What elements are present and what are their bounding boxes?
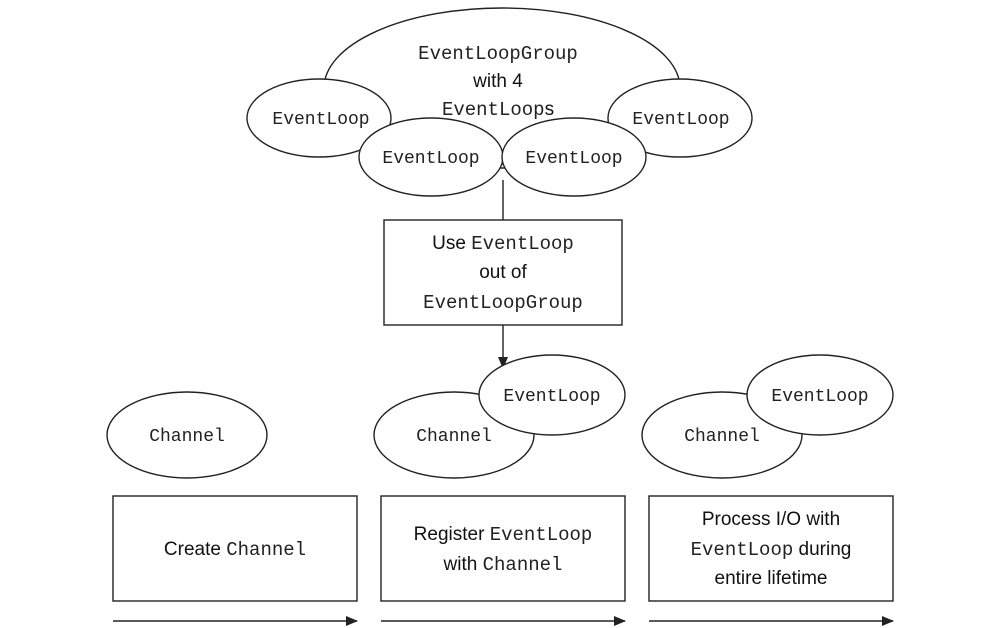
use-box-line2: out of (479, 262, 527, 283)
stage-box-2-text-d: Channel (483, 554, 563, 576)
stage-box-2-text-c: with (443, 554, 483, 575)
stage-box-2-text-b: EventLoop (490, 524, 593, 546)
channel-label-2: Channel (416, 427, 492, 447)
use-box-prefix: Use (432, 233, 471, 254)
eventloop-label-3: EventLoop (525, 149, 622, 169)
group-title-line3: EventLoops (442, 99, 554, 121)
stage-3: Channel EventLoop Process I/O with Event… (641, 354, 894, 626)
stage-box-2-line1: Register EventLoop (414, 524, 593, 546)
use-eventloop-box: Use EventLoop out of EventLoopGroup (383, 219, 623, 326)
eventloop-ellipse-4 (607, 78, 753, 158)
stage-1: Channel Create Channel (106, 391, 358, 626)
use-eventloop-rect (383, 219, 623, 326)
stage-box-1 (112, 495, 358, 602)
eventloop-ellipse-3 (501, 117, 647, 197)
stage-box-3-line1: Process I/O with (702, 509, 840, 530)
eventloop-ellipse-stage-3 (746, 354, 894, 436)
group-title-line2: with 4 (472, 71, 523, 92)
stage-box-3-text-a: EventLoop (691, 539, 794, 561)
eventloop-label-2: EventLoop (382, 149, 479, 169)
eventloop-label-1: EventLoop (272, 110, 369, 130)
stage-box-2-text-a: Register (414, 524, 490, 545)
eventloop-group: EventLoopGroup with 4 EventLoops EventLo… (246, 7, 753, 197)
use-box-eventloop: EventLoop (471, 233, 574, 255)
group-title-plural-s: s (545, 99, 555, 120)
group-title-eventloop: EventLoop (442, 99, 545, 121)
use-box-line3: EventLoopGroup (423, 292, 583, 314)
stage-box-1-text-b: Channel (226, 539, 306, 561)
stage-box-2 (380, 495, 626, 602)
eventloop-label-stage-3: EventLoop (771, 387, 868, 407)
eventloop-label-4: EventLoop (632, 110, 729, 130)
stage-2: Channel EventLoop Register EventLoop wit… (373, 354, 626, 626)
stage-box-1-text-a: Create (164, 539, 226, 560)
stage-box-1-line1: Create Channel (164, 539, 306, 561)
stage-box-3-text-b: during (793, 539, 851, 560)
stage-box-3-line2: EventLoop during (691, 539, 852, 561)
stage-box-3 (648, 495, 894, 602)
stage-box-2-line2: with Channel (443, 554, 563, 576)
channel-ellipse-1 (106, 391, 268, 479)
eventloop-label-stage-2: EventLoop (503, 387, 600, 407)
stage-box-3-line3: entire lifetime (715, 568, 828, 589)
eventloop-ellipse-stage-2 (478, 354, 626, 436)
group-title-line1: EventLoopGroup (418, 43, 578, 65)
channel-label-1: Channel (149, 427, 225, 447)
channel-label-3: Channel (684, 427, 760, 447)
eventloop-ellipse-1 (246, 78, 392, 158)
use-box-line1: Use EventLoop (432, 233, 574, 255)
